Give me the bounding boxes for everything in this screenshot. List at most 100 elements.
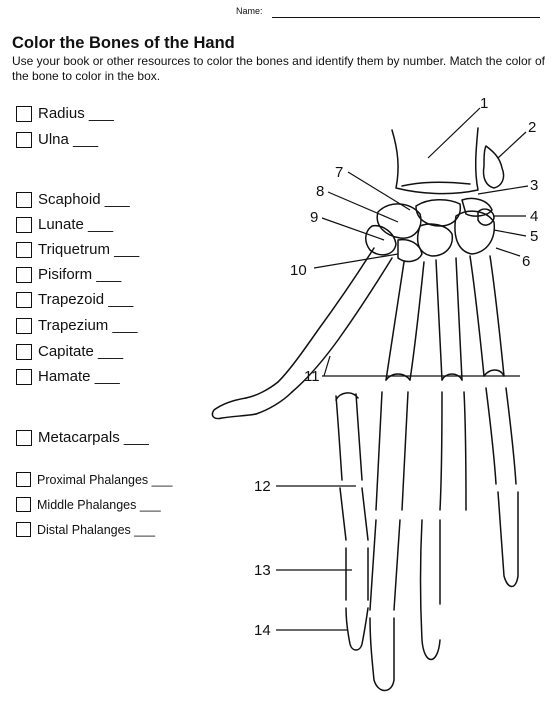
ring-proximal-phalanx — [485, 387, 517, 485]
little-middle-phalanx — [345, 547, 369, 601]
checklist-label: Radius ___ — [38, 105, 114, 122]
color-box[interactable] — [16, 191, 32, 208]
checklist-item-lunate[interactable]: Lunate ___ — [16, 216, 113, 233]
leader-line-2 — [497, 131, 527, 159]
radius-distal-end — [401, 181, 471, 187]
leader-lines — [276, 107, 529, 631]
checklist-item-triquetrum[interactable]: Triquetrum ___ — [16, 241, 139, 258]
color-box[interactable] — [16, 429, 32, 446]
callout-7: 7 — [335, 164, 343, 181]
checklist-label: Capitate ___ — [38, 343, 124, 360]
checklist-item-middle-phalanges[interactable]: Middle Phalanges ___ — [16, 497, 161, 512]
middle-proximal-phalanx — [439, 391, 467, 511]
callout-11: 11 — [304, 368, 320, 385]
scaphoid-bone — [376, 203, 422, 239]
pisiform-bone — [477, 208, 495, 226]
checklist-item-radius[interactable]: Radius ___ — [16, 105, 114, 122]
thumb-distal-phalanx — [211, 397, 257, 420]
color-box[interactable] — [16, 241, 32, 258]
callout-9: 9 — [310, 209, 318, 226]
capitate-bone — [416, 223, 454, 257]
checklist-label: Scaphoid ___ — [38, 191, 130, 208]
color-box[interactable] — [16, 343, 32, 360]
name-label: Name: — [236, 6, 263, 16]
ulna-bone — [482, 145, 505, 189]
checklist-label: Metacarpals ___ — [38, 429, 149, 446]
index-middle-phalanx — [369, 519, 401, 611]
little-metacarpal — [335, 393, 363, 481]
checklist-item-pisiform[interactable]: Pisiform ___ — [16, 266, 121, 283]
lunate-bone — [415, 199, 462, 227]
checklist-item-proximal-phalanges[interactable]: Proximal Phalanges ___ — [16, 472, 173, 487]
thumb-metacarpal — [277, 247, 393, 393]
index-distal-phalanx — [369, 617, 395, 692]
instructions: Use your book or other resources to colo… — [12, 54, 545, 83]
checklist-item-hamate[interactable]: Hamate ___ — [16, 368, 120, 385]
thumb-proximal-phalanx — [245, 381, 293, 415]
little-distal-phalanx — [345, 607, 369, 651]
color-box[interactable] — [16, 291, 32, 308]
page-title: Color the Bones of the Hand — [12, 34, 235, 52]
checklist-item-distal-phalanges[interactable]: Distal Phalanges ___ — [16, 522, 155, 537]
checklist-item-ulna[interactable]: Ulna ___ — [16, 131, 98, 148]
checklist-item-scaphoid[interactable]: Scaphoid ___ — [16, 191, 130, 208]
checklist-item-capitate[interactable]: Capitate ___ — [16, 343, 123, 360]
checklist-item-metacarpals[interactable]: Metacarpals ___ — [16, 429, 149, 446]
bone-checklist: Radius ___ Ulna ___ Scaphoid ___ Lunate … — [16, 0, 216, 702]
ring-metacarpal — [469, 255, 505, 377]
trapezoid-bone — [397, 238, 423, 263]
color-box[interactable] — [16, 522, 31, 537]
hamate-bone — [454, 210, 496, 255]
color-box[interactable] — [16, 131, 32, 148]
triquetrum-bone — [461, 197, 493, 217]
checklist-item-trapezoid[interactable]: Trapezoid ___ — [16, 291, 133, 308]
callout-3: 3 — [530, 177, 538, 194]
index-metacarpal — [385, 261, 425, 381]
color-box[interactable] — [16, 368, 32, 385]
color-box[interactable] — [16, 266, 32, 283]
leader-line-5 — [493, 229, 527, 237]
index-proximal-phalanx — [375, 391, 409, 511]
checklist-label: Proximal Phalanges ___ — [37, 472, 173, 487]
checklist-item-trapezium[interactable]: Trapezium ___ — [16, 317, 138, 334]
callout-10: 10 — [290, 262, 307, 279]
leader-line-7 — [347, 171, 411, 211]
little-proximal-phalanx — [339, 487, 369, 541]
color-box[interactable] — [16, 105, 32, 122]
color-box[interactable] — [16, 472, 31, 487]
callout-6: 6 — [522, 253, 530, 270]
callout-4: 4 — [530, 208, 538, 225]
checklist-label: Trapezium ___ — [38, 317, 138, 334]
hand-skeleton-drawing — [211, 127, 519, 692]
checklist-label: Triquetrum ___ — [38, 241, 140, 258]
leader-line-3 — [477, 185, 529, 195]
ring-middle-phalanx — [497, 491, 519, 588]
checklist-label: Ulna ___ — [38, 131, 99, 148]
checklist-label: Distal Phalanges ___ — [37, 522, 156, 537]
radius-bone — [391, 127, 479, 195]
color-box[interactable] — [16, 216, 32, 233]
leader-line-1 — [427, 107, 481, 159]
callout-2: 2 — [528, 119, 536, 136]
checklist-label: Trapezoid ___ — [38, 291, 134, 308]
trapezium-bone — [365, 224, 397, 256]
color-box[interactable] — [16, 497, 31, 512]
middle-metacarpal — [435, 257, 463, 381]
color-box[interactable] — [16, 317, 32, 334]
middle-distal-phalanx — [419, 519, 441, 661]
knuckle-heads — [335, 369, 505, 401]
leader-line-9 — [321, 217, 385, 241]
callout-12: 12 — [254, 478, 271, 495]
leader-line-11 — [322, 355, 520, 377]
checklist-label: Pisiform ___ — [38, 266, 122, 283]
callout-8: 8 — [316, 183, 324, 200]
checklist-label: Hamate ___ — [38, 368, 120, 385]
leader-line-6 — [495, 247, 521, 257]
callout-1: 1 — [480, 95, 488, 112]
callout-5: 5 — [530, 228, 538, 245]
callout-14: 14 — [254, 622, 271, 639]
name-blank-line — [272, 17, 540, 18]
callout-numbers: 1 2 3 4 5 6 7 8 9 10 11 12 13 14 — [254, 95, 538, 639]
leader-line-10 — [313, 253, 399, 269]
